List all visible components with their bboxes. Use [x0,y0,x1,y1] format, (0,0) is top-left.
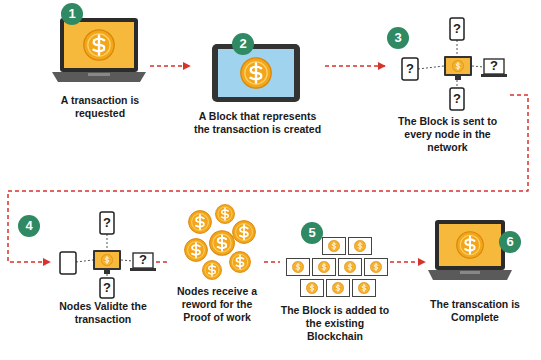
callout-number: 4 [18,215,40,237]
blockchain-grid [287,238,388,297]
dashed-arrow [156,261,170,263]
dashed-arrow [264,261,280,263]
step-caption: The transcation is Complete [425,298,525,324]
callout-number: 5 [301,222,323,244]
step-caption: The Block is sent to every node in the n… [385,115,510,154]
question-mark: ? [100,215,114,231]
step-node: A Block that represents the transaction … [190,35,325,136]
step-caption: A Block that represents the transaction … [190,110,325,136]
step-caption: Nodes Validte the transaction [50,300,156,326]
step-node: A transaction is requested [50,12,150,120]
step-caption: Nodes receive a reword for the Proof of … [170,285,264,324]
tablet-icon [212,44,300,102]
step-node: The transcation is Complete [425,212,525,324]
coin-cluster [185,205,256,280]
question-mark: ? [450,91,464,107]
dashed-arrow [390,261,425,263]
question-mark: ? [403,61,417,77]
dashed-arrow [8,95,528,262]
question-mark: ? [450,21,464,37]
network-icon [402,18,507,110]
callout-number: 1 [61,3,83,25]
dashed-arrow [150,65,190,67]
laptop-icon [428,220,512,280]
step-caption: The Block is added to the existing Block… [280,304,390,343]
network-icon [60,212,156,298]
laptop-icon [52,18,146,82]
callout-number: 2 [232,33,254,55]
question-mark: ? [136,252,150,268]
step-node: Nodes receive a reword for the Proof of … [170,205,264,324]
question-mark: ? [100,280,114,296]
question-mark: ? [487,58,501,74]
dashed-arrow [325,65,385,67]
step-node: The Block is added to the existing Block… [280,232,390,343]
callout-number: 6 [499,231,521,253]
step-caption: A transaction is requested [50,94,150,120]
callout-number: 3 [387,27,409,49]
step-node: Nodes Validte the transaction [50,210,156,326]
